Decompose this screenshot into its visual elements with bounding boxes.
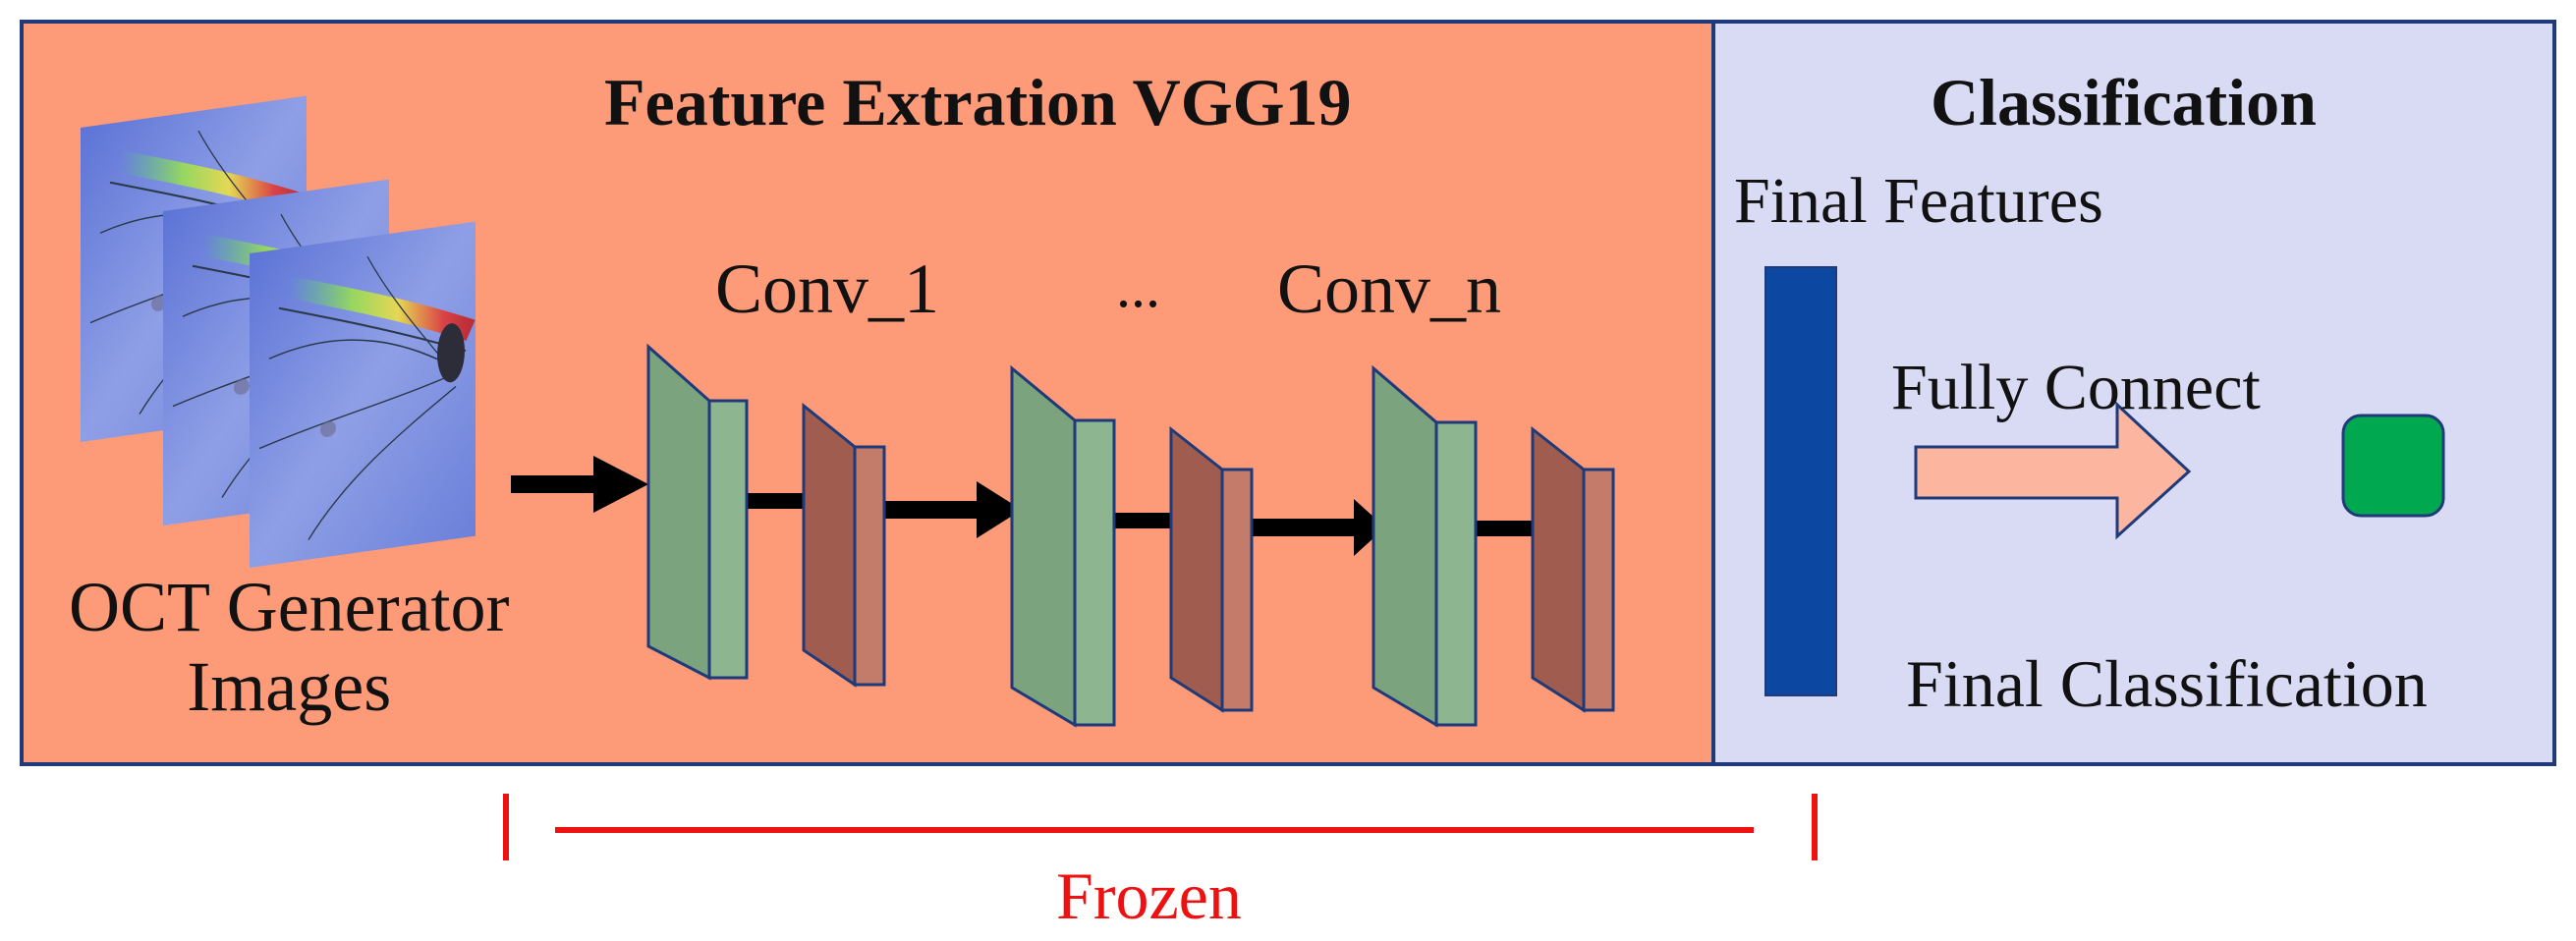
pool1-conv2-arrow-head (977, 481, 1022, 538)
feature-extraction-title: Feature Extration VGG19 (604, 65, 1352, 139)
pool-block-n (1531, 425, 1615, 713)
classification-title: Classification (1931, 65, 2317, 139)
fully-connect-arrow (1914, 401, 2192, 540)
pipeline-connectors (511, 456, 1533, 556)
input-images-label-line1: OCT Generator (69, 568, 510, 646)
conv1-pool1-link (747, 493, 804, 509)
final-features-bar (1764, 266, 1837, 696)
input-images-label: OCT Generator Images (69, 568, 510, 726)
input-arrow-head (593, 456, 648, 513)
frozen-tick-left (503, 794, 509, 860)
input-images-label-line2: Images (187, 646, 392, 726)
frozen-bracket (503, 794, 1818, 860)
frozen-tick-right (1812, 794, 1818, 860)
frozen-label: Frozen (1056, 858, 1242, 933)
conv-ellipsis: ... (1116, 254, 1160, 319)
fully-connect-label: Fully Connect (1891, 352, 2261, 423)
pool1-conv2-arrow-shaft (884, 501, 982, 519)
conv-block-2 (1010, 364, 1116, 728)
pool2-convn-arrow-head (1354, 499, 1385, 556)
frozen-line (555, 827, 1754, 833)
output-node (2341, 414, 2445, 518)
pool-block-1 (802, 402, 886, 688)
conv-block-1 (646, 343, 749, 681)
retina-image-front (250, 222, 476, 568)
final-features-label: Final Features (1734, 165, 2103, 237)
pool2-convn-arrow-shaft (1252, 519, 1360, 536)
conv-block-n (1372, 364, 1478, 728)
conv-last-label: Conv_n (1277, 249, 1502, 328)
final-classification-label: Final Classification (1906, 646, 2428, 721)
conv-first-label: Conv_1 (715, 249, 940, 328)
convn-pooln-link (1476, 521, 1533, 536)
input-arrow-shaft (511, 475, 599, 493)
classification-panel (1711, 20, 2556, 766)
conv2-pool2-link (1114, 513, 1171, 528)
pool-block-2 (1169, 425, 1254, 713)
